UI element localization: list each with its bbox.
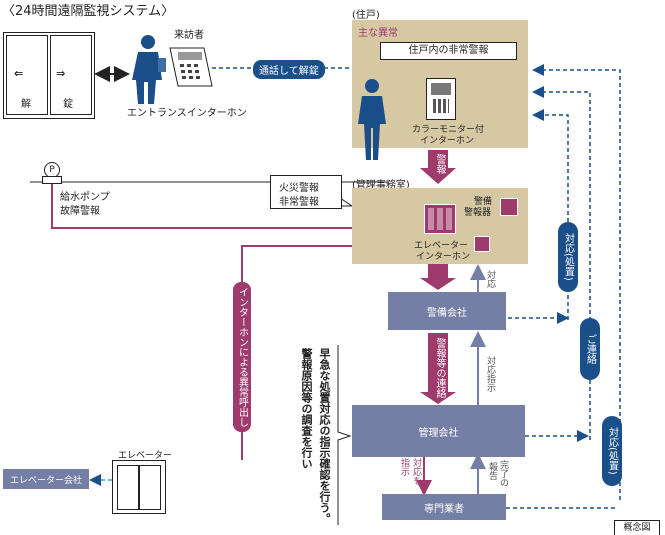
report-big-arrow: [420, 333, 456, 404]
taiou-wo-label: 対応を: [411, 458, 421, 485]
concept-label: 概念図: [614, 520, 660, 535]
pump-base: [42, 176, 62, 184]
main-abnormal-label: 主な異常: [358, 28, 398, 39]
intercom-call-pill: インターホンによる異常呼出し: [233, 282, 251, 432]
houkoku-label: 報告: [487, 462, 497, 480]
alarm-big-arrow: [420, 150, 456, 184]
return-line-inner: [532, 109, 569, 320]
taiou-shiji-label: 対応指示: [485, 356, 495, 392]
alarm-callout: 火災警報 非常警報: [270, 175, 342, 209]
monitor-label-2: インターホン: [420, 136, 475, 146]
security-alarm-label-1: 警備: [474, 197, 493, 207]
call-unlock-badge: 通話して解錠: [253, 60, 325, 79]
right-arrow-icon: ⇒: [56, 67, 66, 80]
elevator-ic-label-1: エレベーター: [414, 241, 469, 251]
security-alarm-label-2: 警報器: [464, 208, 492, 218]
left-arrow-icon: ⇐: [14, 67, 24, 80]
door-left-label: 解: [21, 99, 31, 110]
elevator-ic-label-2: インターホン: [416, 252, 471, 262]
mgmt-to-security-arrow: [420, 264, 456, 290]
page-title: 〈24時間遠隔監視システム〉: [2, 4, 175, 19]
door-right-label: 錠: [63, 99, 73, 110]
taiou-label: 対応: [485, 270, 495, 288]
elevator-label: エレベーター: [118, 451, 173, 461]
security-company-box: 警備会社: [388, 292, 506, 330]
pump-alarm-line: [51, 182, 382, 236]
vertical-note: 警報原因等の調査を行い 早急な処置対応の指示確認を行う。: [298, 344, 334, 524]
security-alarm-icon: [500, 198, 518, 216]
mgmt-room-header: (管理事務室): [352, 180, 410, 191]
shiji-label: 指示: [399, 458, 409, 476]
dwelling-alarm-box: 住戸内の非常警報: [380, 42, 517, 60]
elevator-ic-icon: [474, 236, 490, 252]
dwelling-panel: 主な異常 住戸内の非常警報 カラーモニター付 インターホン: [352, 20, 528, 148]
mgmt-room-panel: 警備 警報器 エレベーター インターホン: [352, 188, 528, 264]
callout-fire: 火災警報: [279, 183, 319, 194]
door-frame: ⇐ ⇒ 解 錠: [3, 32, 95, 119]
vertical-note-line-2: 早急な処置対応の指示確認を行う。: [318, 348, 331, 524]
contractor-box: 専門業者: [382, 494, 506, 520]
report-contact-label: 警報等の連絡: [434, 338, 445, 398]
pill-renraku: ご連絡: [580, 318, 600, 380]
entrance-intercom-label: エントランスインターホン: [127, 108, 247, 119]
callout-emergency: 非常警報: [279, 197, 319, 208]
monitor-label-1: カラーモニター付: [412, 125, 485, 135]
pill-taiou-shochi-1: 対応(処置): [558, 222, 578, 292]
kanryo-label: 完了の: [498, 460, 508, 487]
elevator-company-box: エレベーター会社: [3, 469, 89, 489]
elevator-icon: [112, 460, 166, 514]
dwelling-header: (住戸): [352, 10, 380, 21]
alarm-arrow-label: 警報: [434, 154, 445, 174]
management-company-box: 管理会社: [352, 405, 525, 457]
vertical-note-line-1: 警報原因等の調査を行い: [300, 348, 313, 469]
pump-label-2: 故障警報: [60, 206, 100, 217]
pump-label-1: 給水ポンプ: [60, 192, 110, 203]
pill-taiou-shochi-2: 対応(処置): [602, 416, 622, 486]
visitor-label: 来訪者: [174, 30, 204, 41]
return-line-outer: [532, 64, 621, 500]
note-bracket: [337, 345, 352, 525]
monitor-intercom-icon: [426, 78, 456, 120]
alarm-panel-icon: [424, 204, 456, 234]
